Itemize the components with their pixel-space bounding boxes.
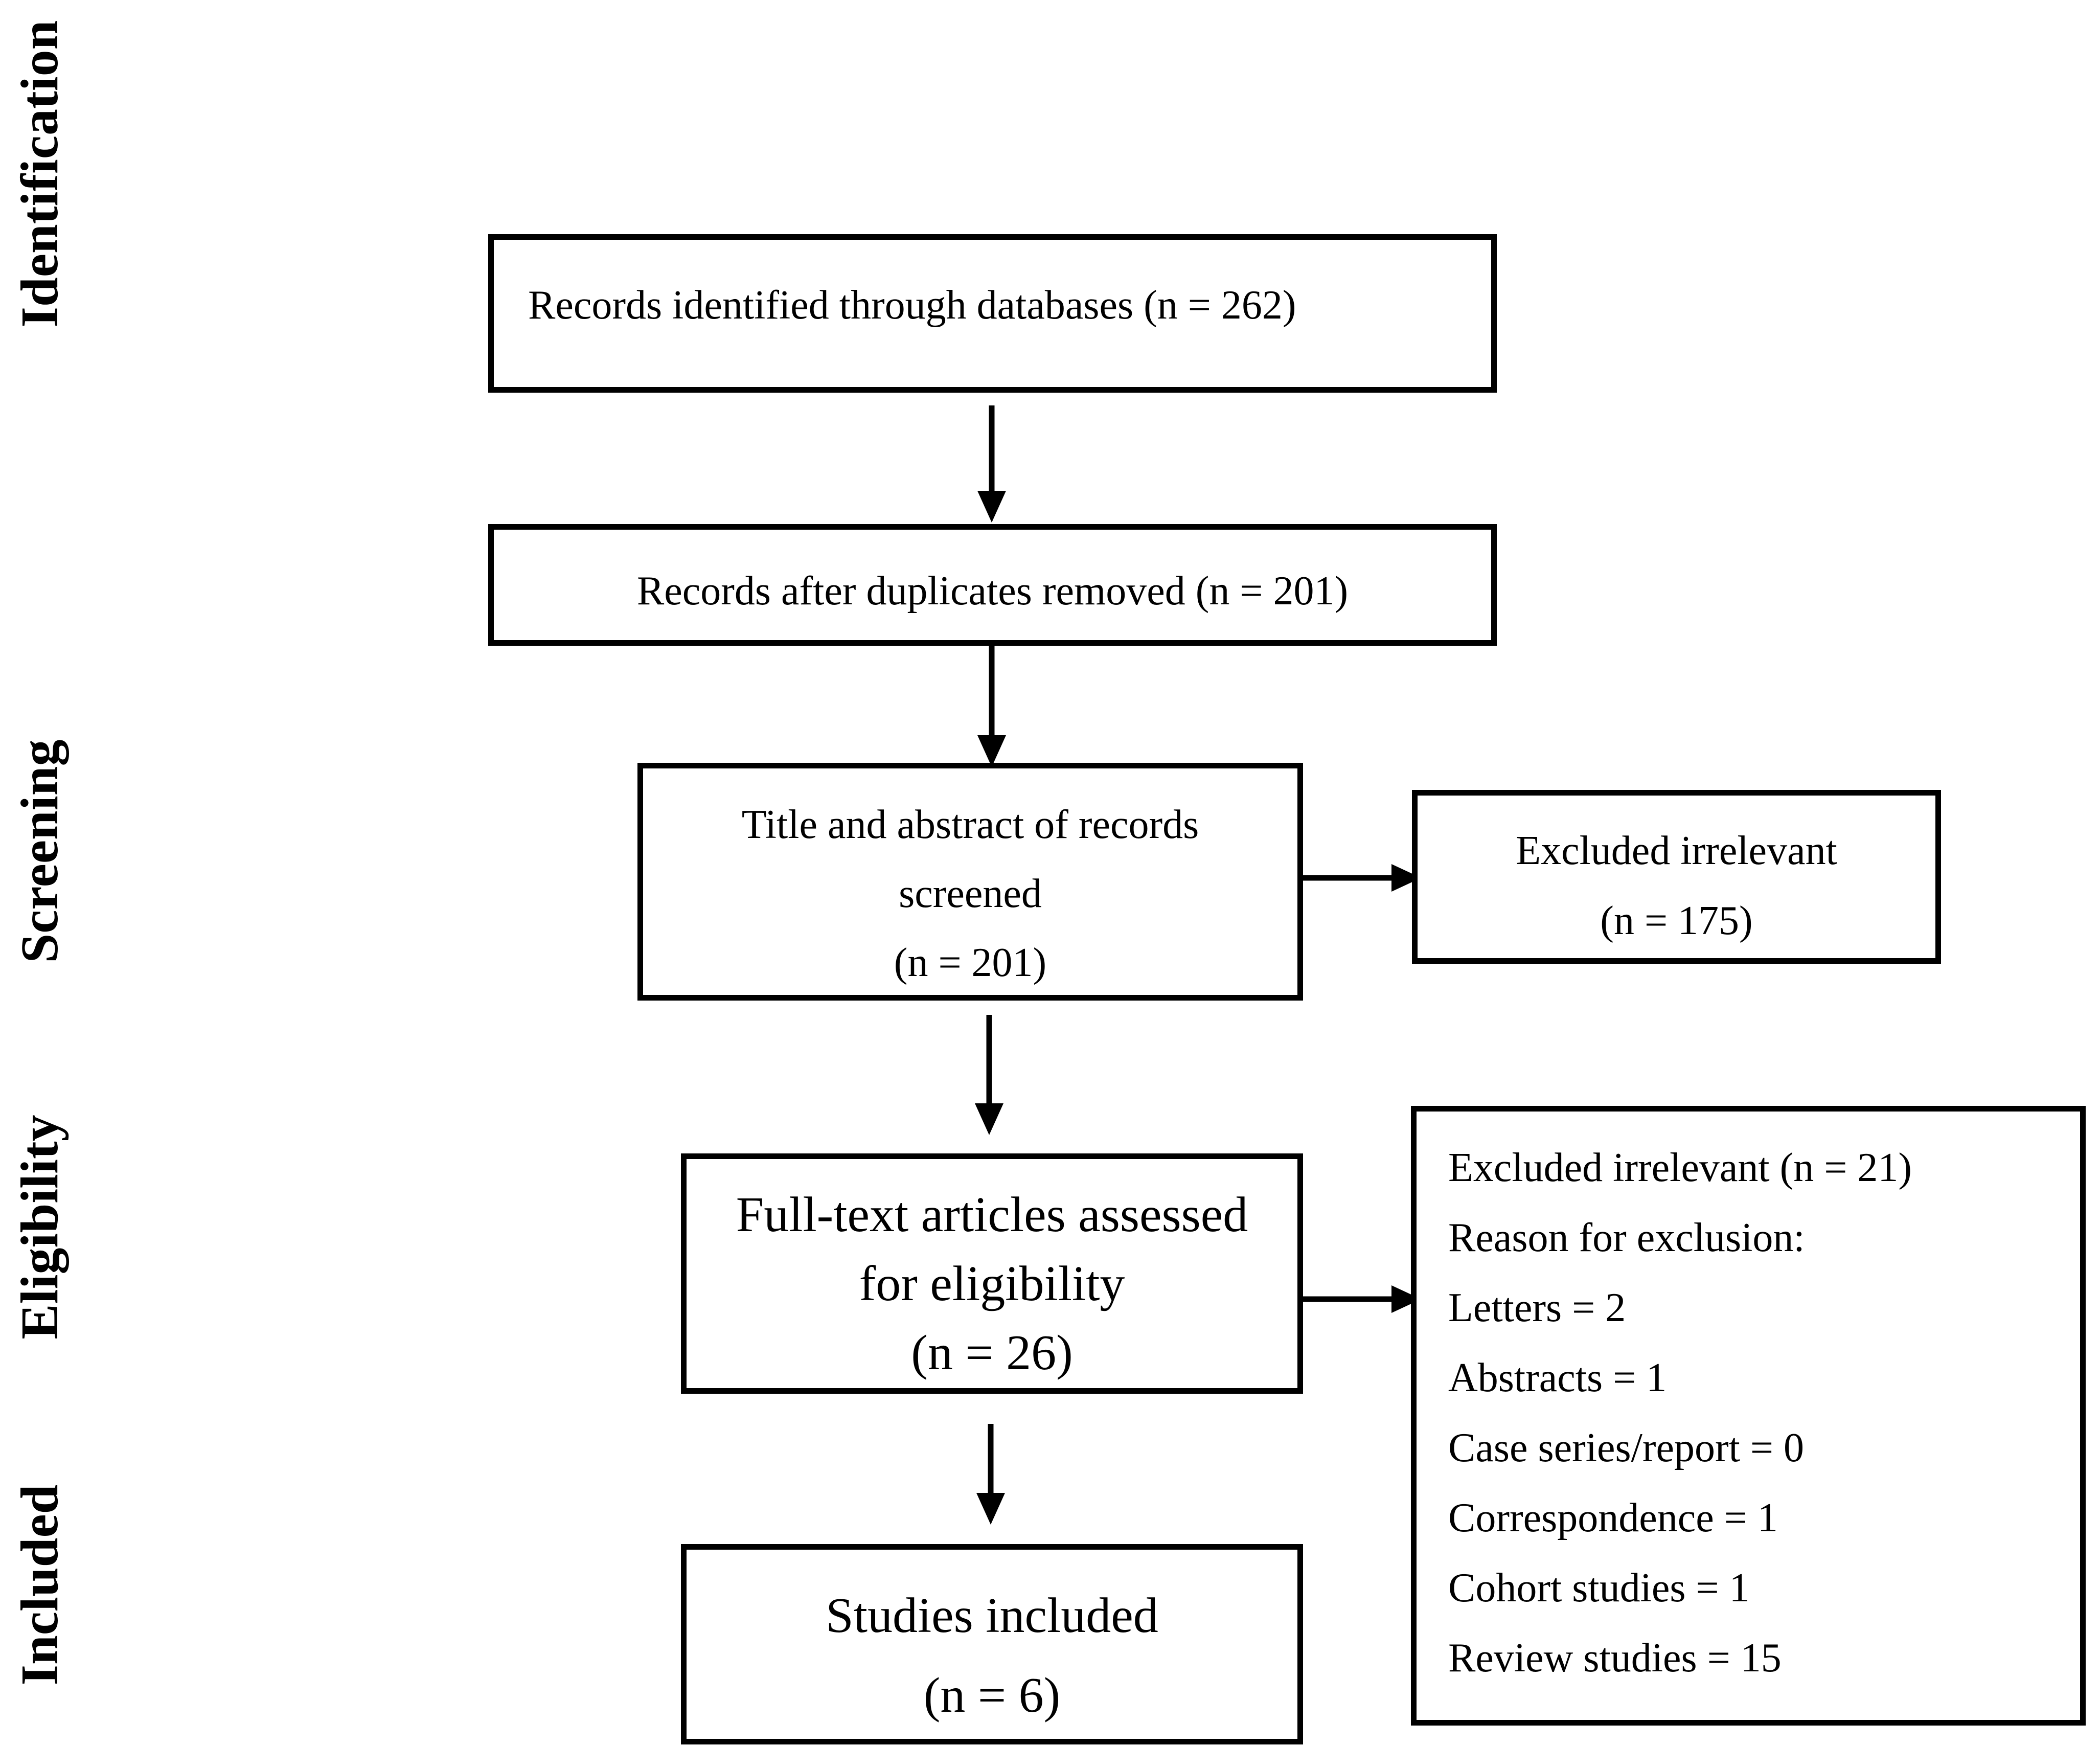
duplicates-removed-text: Records after duplicates removed (n = 20… [636, 569, 1349, 614]
full-text-count: (n = 26) [911, 1325, 1073, 1380]
screened-text-line1: Title and abstract of records [741, 802, 1199, 847]
arrowhead-screened-to-fulltext [975, 1103, 1003, 1135]
arrowhead-duplicates-to-screened [977, 735, 1006, 767]
exclusion-reason-review: Review studies = 15 [1448, 1636, 1782, 1681]
exclusion-reason-abstracts: Abstracts = 1 [1448, 1355, 1667, 1400]
arrowhead-fulltext-to-excluded [1391, 1285, 1421, 1313]
records-identified-text: Records identified through databases (n … [528, 283, 1296, 328]
excluded-screening-count: (n = 175) [1600, 898, 1753, 943]
excluded-eligibility-title: Excluded irrelevant (n = 21) [1448, 1145, 1912, 1190]
exclusion-reason-correspondence: Correspondence = 1 [1448, 1495, 1778, 1540]
exclusion-reason-case-series: Case series/report = 0 [1448, 1425, 1805, 1470]
box-full-text-assessed: Full-text articles assessed for eligibil… [681, 1153, 1303, 1394]
studies-included-count: (n = 6) [923, 1668, 1061, 1723]
box-excluded-screening: Excluded irrelevant (n = 175) [1412, 790, 1941, 964]
arrowhead-fulltext-to-included [976, 1493, 1005, 1525]
screened-count: (n = 201) [894, 940, 1047, 985]
exclusion-reason-heading: Reason for exclusion: [1448, 1215, 1805, 1260]
exclusion-reason-letters: Letters = 2 [1448, 1285, 1626, 1330]
box-studies-included: Studies included (n = 6) [681, 1544, 1303, 1744]
full-text-line2: for eligibility [859, 1256, 1125, 1311]
arrowhead-screened-to-excluded [1391, 864, 1421, 892]
box-records-screened: Title and abstract of records screened (… [637, 763, 1303, 1001]
arrowhead-identified-to-duplicates [977, 491, 1006, 523]
full-text-line1: Full-text articles assessed [736, 1187, 1248, 1242]
excluded-screening-text: Excluded irrelevant [1516, 828, 1837, 873]
box-duplicates-removed: Records after duplicates removed (n = 20… [488, 524, 1497, 646]
box-records-identified: Records identified through databases (n … [488, 234, 1497, 393]
studies-included-text: Studies included [826, 1588, 1158, 1643]
screened-text-line2: screened [899, 871, 1042, 916]
exclusion-reason-cohort: Cohort studies = 1 [1448, 1566, 1750, 1611]
box-excluded-eligibility: Excluded irrelevant (n = 21) Reason for … [1411, 1106, 2086, 1726]
